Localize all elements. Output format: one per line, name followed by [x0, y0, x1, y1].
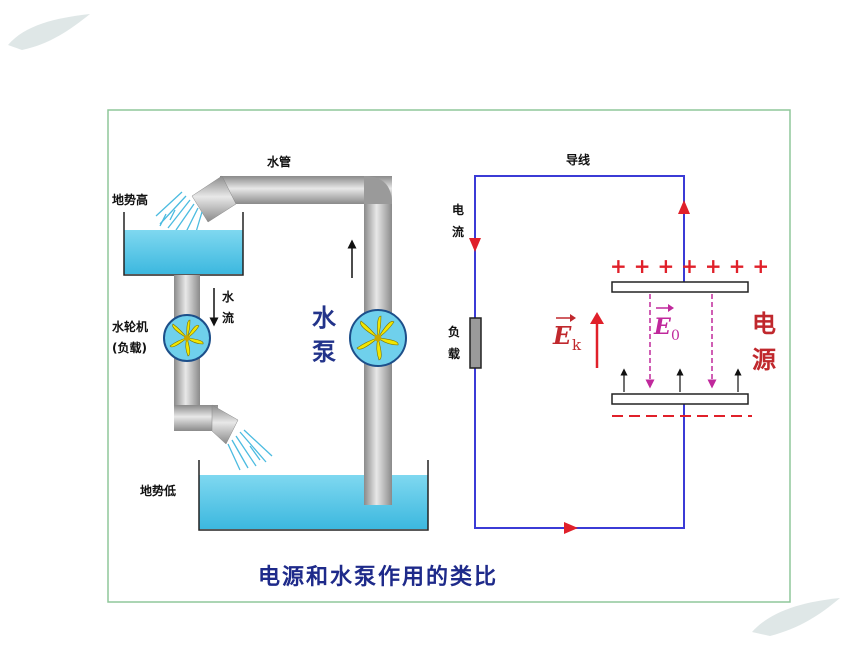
- current-arrow-right: [678, 200, 690, 214]
- load-resistor: [469, 317, 482, 369]
- upper-tank-water: [124, 230, 243, 274]
- ek-label: E k: [552, 314, 582, 354]
- current-arrow-bottom: [564, 522, 578, 534]
- ek-arrow-head: [590, 312, 604, 324]
- svg-text:E: E: [552, 321, 572, 350]
- pump-label-1: 水: [312, 303, 337, 332]
- top-pipe-outlet: [191, 175, 237, 223]
- top-pipe-elbow: [364, 176, 392, 204]
- lower-tank: [198, 460, 429, 531]
- load-label-2: 载: [448, 346, 460, 361]
- turbine-label-2: (负载): [112, 340, 147, 355]
- negative-plate: [611, 393, 749, 405]
- turbine-pipe-outlet: [211, 404, 239, 445]
- flow-label-2: 流: [222, 310, 234, 325]
- turbine-label-1: 水轮机: [112, 319, 148, 334]
- pump-wheel: [349, 309, 407, 367]
- wire-label: 导线: [566, 152, 590, 167]
- current-arrow-left: [469, 238, 481, 252]
- source-label-2: 源: [752, 345, 776, 374]
- low-ground-label: 地势低: [140, 483, 176, 498]
- svg-text:0: 0: [671, 328, 680, 344]
- svg-text:E: E: [653, 314, 672, 340]
- plus-signs: + + + + + + +: [610, 254, 769, 278]
- positive-plate: [611, 281, 749, 293]
- circuit-analogy: + + + + + + + E k E 0 导线 电 流 负: [448, 152, 776, 534]
- upper-water-spray: [155, 191, 203, 233]
- decor-swoosh-top-left: [8, 14, 90, 50]
- top-pipe: [220, 176, 392, 204]
- pump-label-2: 泵: [312, 337, 336, 366]
- flow-label-1: 水: [222, 289, 235, 304]
- decor-swoosh-bottom-right: [752, 598, 840, 636]
- lower-water-spray: [227, 429, 273, 471]
- turbine-pipe-bottom: [174, 405, 218, 431]
- source-label-1: 电: [752, 309, 776, 338]
- diagram-caption: 电源和水泵作用的类比: [258, 564, 498, 590]
- current-label-1: 电: [452, 202, 464, 217]
- high-ground-label: 地势高: [112, 192, 148, 207]
- svg-text:k: k: [572, 336, 582, 354]
- turbine-wheel: [163, 314, 211, 362]
- water-analogy: 水管 地势高 水 流 水轮机 (负载) 水 泵 地势低: [112, 154, 429, 531]
- e0-label: E 0: [653, 304, 680, 344]
- pipe-label: 水管: [267, 154, 291, 169]
- load-label-1: 负: [448, 324, 460, 339]
- current-label-2: 流: [452, 224, 464, 239]
- lower-tank-water: [199, 475, 428, 529]
